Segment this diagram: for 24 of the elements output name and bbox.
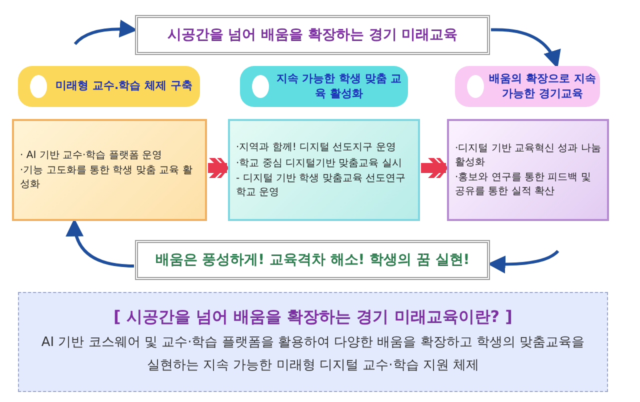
heading-pill [18, 66, 200, 107]
description-text: AI 기반 코스웨어 및 교수·학습 플랫폼을 활용하여 다양한 배움을 확장하고 학생의 맞춤교육을 실현하는 지속 가능한 미래형 디지털 교수·학습 지원 체제 [40, 334, 586, 375]
bullet-text: ·학교 중심 디지털기반 맞춤교육 실시 [236, 156, 403, 170]
heading-text: [ 시공간을 넘어 배움을 확장하는 경기 미래교육이란? ] [112, 306, 514, 328]
arrow [491, 28, 560, 68]
title-box [135, 15, 490, 55]
summary-box [18, 292, 608, 392]
bullet-text: ·기능 고도화를 통한 학생 맞춤 교육 활성화 [20, 164, 194, 192]
heading-pill [240, 66, 408, 107]
content-box [447, 119, 609, 221]
heading-text: 배움은 풍성하게! 교육격차 해소! 학생의 꿈 실현! [154, 250, 471, 270]
bullet-text: ·디지털 기반 교육혁신 성과 나눔 활성화 [455, 142, 601, 169]
content-box [12, 119, 207, 221]
content-box [228, 119, 420, 221]
heading-text: 미래형 교수.학습 체제 구축 [54, 79, 194, 94]
heading-text: 배움의 확장으로 지속 가능한 경기교육 [489, 72, 596, 102]
bullet-text: ·지역과 함께! 디지털 선도지구 운영 [236, 141, 397, 154]
heading-text: 지속 가능한 학생 맞춤 교육 활성화 [275, 72, 403, 102]
slogan-box [135, 240, 490, 280]
bullet-text: ·홍보와 연구를 통한 피드백 및 공유를 통한 실적 확산 [455, 171, 592, 198]
heading-text: 시공간을 넘어 배움을 확장하는 경기 미래교육 [166, 26, 459, 44]
bullet-text: · AI 기반 교수·학습 플랫폼 운영 [20, 148, 164, 162]
bullet-text: - 디지털 기반 학생 맞춤교육 선도연구학교 운영 [236, 172, 407, 199]
heading-pill [455, 66, 600, 107]
